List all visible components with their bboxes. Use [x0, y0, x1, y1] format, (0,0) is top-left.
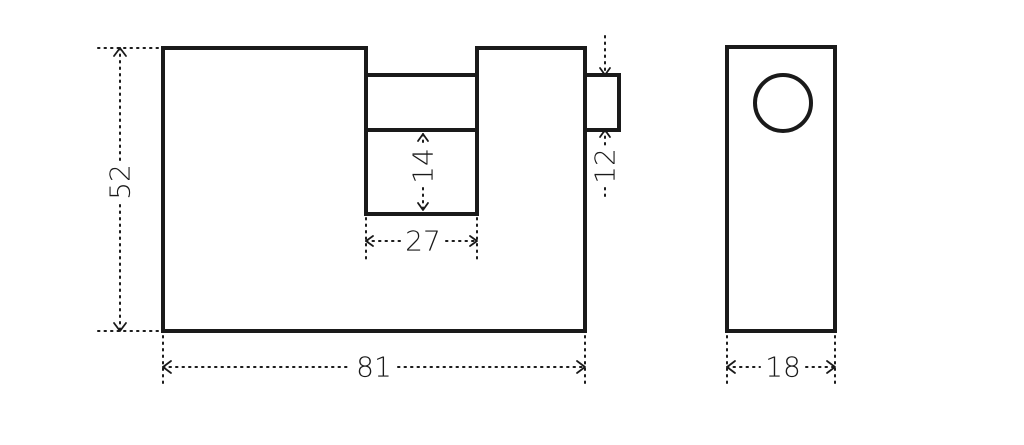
depth-label: 18: [765, 351, 801, 384]
keyhole-icon: [753, 73, 813, 133]
side-view: [725, 45, 837, 333]
dimension-shackle-opening-height: 14: [407, 133, 440, 211]
shackle-crossbar: [364, 73, 479, 132]
dimension-depth: 18: [726, 335, 836, 389]
opening-width-label: 27: [405, 225, 441, 258]
opening-height-label: 14: [407, 148, 440, 184]
height-label: 52: [104, 164, 137, 200]
width-label: 81: [356, 351, 392, 384]
side-body-outline: [725, 45, 837, 333]
shackle-side-end: [583, 73, 621, 132]
dimension-shackle-thickness: 12: [589, 35, 622, 197]
front-view: [161, 46, 621, 333]
padlock-body-outline: [161, 46, 587, 333]
dimension-height: 52: [97, 47, 161, 332]
dimension-shackle-opening-width: 27: [365, 217, 478, 263]
shackle-thickness-label: 12: [589, 148, 622, 184]
dimension-width: 81: [162, 335, 586, 389]
